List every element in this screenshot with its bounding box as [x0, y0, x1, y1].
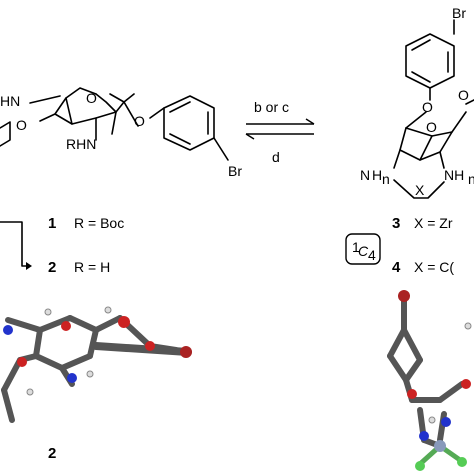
compound-3-number: 3 [392, 215, 400, 232]
label-n-subscript-left: n [382, 171, 390, 187]
atom-h [26, 388, 34, 396]
label-o-right-1: O [422, 99, 433, 115]
atom-o [17, 357, 27, 367]
compound-1-definition: R = Boc [74, 215, 124, 231]
atom-h [44, 308, 52, 316]
label-br-left: Br [228, 163, 242, 179]
atom-o [407, 389, 417, 399]
atom-n [441, 417, 451, 427]
atom-cl [415, 461, 425, 471]
label-ether-o: O [134, 113, 145, 129]
compound-3-definition: X = Zr [414, 215, 453, 231]
label-x-metal: X [415, 182, 425, 198]
crystal-left-label: 2 [48, 445, 56, 462]
atom-o [118, 316, 130, 328]
atom-h [428, 416, 436, 424]
atom-metal [434, 440, 446, 452]
compound-2-number: 2 [48, 259, 56, 276]
atom-n [3, 325, 13, 335]
atom-h [104, 306, 112, 314]
label-ring-o: O [86, 90, 97, 106]
compound-labels: 1 R = Boc 2 R = H 3 X = Zr 4 X = C( 1 C … [0, 215, 454, 276]
label-n-subscript-right: n [468, 171, 474, 187]
label-rhn: RHN [66, 136, 96, 152]
label-o-right-3: O [426, 119, 437, 135]
label-nhn-left: N [360, 167, 370, 183]
atom-br [180, 346, 192, 358]
crystal-structure-right [387, 290, 472, 471]
atom-h [464, 322, 472, 330]
equilibrium-arrows: b or c d [245, 99, 315, 165]
atom-n [419, 431, 429, 441]
label-hn-left: HN [0, 93, 20, 109]
atom-o [61, 321, 71, 331]
conformation-box [345, 233, 381, 265]
atom-cl [457, 457, 467, 467]
label-o-left: O [16, 117, 27, 133]
atom-n [67, 373, 77, 383]
atom-o [145, 341, 155, 351]
compound-4-number: 4 [392, 259, 401, 276]
label-nhn-right: NH [444, 167, 464, 183]
conformation-letter: C [358, 243, 369, 259]
compound-4-definition: X = C( [414, 259, 454, 275]
label-o-right-2: O [458, 87, 469, 103]
crystal-structure-left: 2 [1, 306, 192, 462]
left-pyranoside-structure: HN O O O RHN Br [0, 87, 242, 179]
compound-1-number: 1 [48, 215, 56, 232]
label-hn-sub-left: H [372, 167, 382, 183]
atom-h [86, 370, 94, 378]
arrow-label-reverse: d [272, 149, 280, 165]
compound-2-definition: R = H [74, 259, 110, 275]
right-chelate-structure: Br O O O N H n NH n X [360, 5, 474, 199]
conformation-superscript: 1 [352, 239, 360, 255]
atom-o [461, 379, 471, 389]
atom-br [398, 290, 410, 302]
label-br-right: Br [452, 5, 466, 21]
arrow-label-forward: b or c [254, 99, 289, 115]
conformation-subscript: 4 [368, 247, 376, 263]
